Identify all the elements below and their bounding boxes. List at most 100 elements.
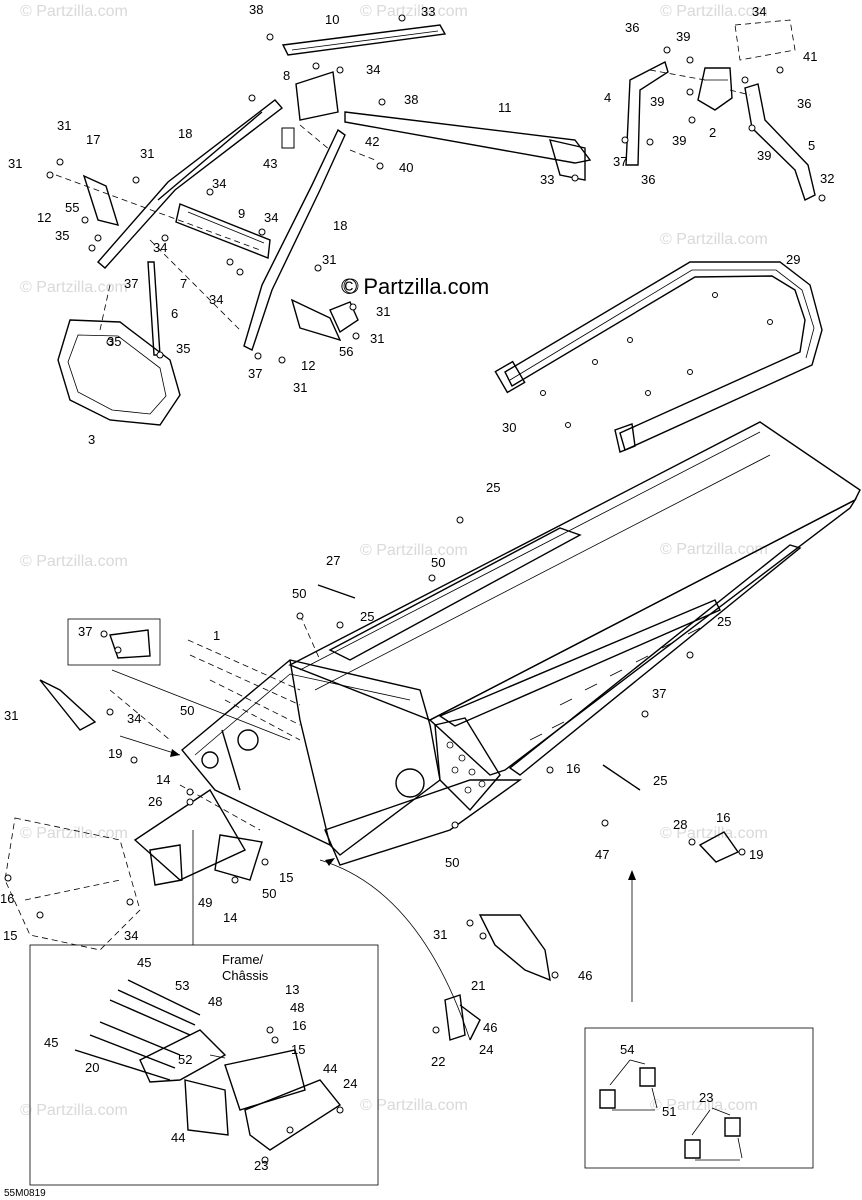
callout-label: 33 (421, 4, 435, 19)
watermark: © Partzilla.com (20, 1102, 128, 1119)
detail-box-37 (67, 618, 161, 666)
callout-label: 48 (290, 1000, 304, 1015)
callout-label: 45 (137, 955, 151, 970)
callout-label: 33 (540, 172, 554, 187)
callout-label: 44 (171, 1130, 185, 1145)
callout-label: 16 (716, 810, 730, 825)
callout-label: 23 (254, 1158, 268, 1173)
callout-label: 18 (333, 218, 347, 233)
callout-label: 47 (595, 847, 609, 862)
callout-label: 18 (178, 126, 192, 141)
callout-label: 12 (301, 358, 315, 373)
callout-label: 21 (471, 978, 485, 993)
callout-label: 31 (140, 146, 154, 161)
callout-label: 2 (709, 125, 716, 140)
callout-label: 4 (604, 90, 611, 105)
callout-label: 25 (653, 773, 667, 788)
inset-box-24-23 (584, 1027, 814, 1169)
callout-label: 31 (57, 118, 71, 133)
callout-label: 23 (699, 1090, 713, 1105)
chassis-label: Châssis (222, 968, 269, 983)
callout-label: 19 (749, 847, 763, 862)
callout-label: 31 (433, 927, 447, 942)
callout-label: 25 (486, 480, 500, 495)
watermark: © Partzilla.com (360, 542, 468, 559)
callout-label: 25 (717, 614, 731, 629)
callout-label: 34 (209, 292, 223, 307)
callout-label: 38 (249, 2, 263, 17)
callout-label: 3 (88, 432, 95, 447)
callout-label: 34 (153, 240, 167, 255)
callout-label: 31 (4, 708, 18, 723)
callout-label: 53 (175, 978, 189, 993)
callout-label: 37 (124, 276, 138, 291)
callout-label: 8 (283, 68, 290, 83)
callout-label: 24 (343, 1076, 357, 1091)
callout-label: 54 (620, 1042, 634, 1057)
callout-label: 22 (431, 1054, 445, 1069)
callout-label: 26 (148, 794, 162, 809)
callout-label: 34 (127, 711, 141, 726)
rear-bumper-assembly (494, 261, 823, 453)
callout-label: 36 (641, 172, 655, 187)
drawing-code: 55M0819 (4, 1188, 46, 1199)
watermark: © Partzilla.com (660, 541, 768, 558)
callout-label: 43 (263, 156, 277, 171)
callout-label: 9 (238, 206, 245, 221)
callout-label: 37 (652, 686, 666, 701)
callout-label: 15 (279, 870, 293, 885)
callout-label: 55 (65, 200, 79, 215)
callout-label: 12 (37, 210, 51, 225)
callout-label: 16 (0, 891, 14, 906)
callout-label: 14 (223, 910, 237, 925)
watermark: © Partzilla.com (660, 825, 768, 842)
callout-label: 45 (44, 1035, 58, 1050)
callout-label: 41 (803, 49, 817, 64)
callout-label: 50 (445, 855, 459, 870)
callout-label: 48 (208, 994, 222, 1009)
steering-bracket-assembly (621, 19, 826, 202)
callout-label: 50 (262, 886, 276, 901)
pointer-arrows (111, 669, 636, 1041)
callout-label: 14 (156, 772, 170, 787)
callout-label: 34 (264, 210, 278, 225)
brand-watermark: © Partzilla.com (341, 274, 489, 299)
callout-label: 31 (293, 380, 307, 395)
callout-label: 37 (248, 366, 262, 381)
callout-label: 46 (483, 1020, 497, 1035)
callout-label: 11 (498, 100, 512, 115)
watermark: © Partzilla.com (360, 1097, 468, 1114)
callout-label: 51 (662, 1104, 676, 1119)
callout-label: 36 (625, 20, 639, 35)
callout-label: 46 (578, 968, 592, 983)
callout-label: 40 (399, 160, 413, 175)
watermark: © Partzilla.com (20, 3, 128, 20)
upper-column-assembly (46, 14, 592, 426)
callout-label: 39 (672, 133, 686, 148)
watermark: © Partzilla.com (20, 279, 128, 296)
callout-label: 6 (171, 306, 178, 321)
callout-label: 37 (78, 624, 92, 639)
callout-label: 56 (339, 344, 353, 359)
callout-label: 19 (108, 746, 122, 761)
watermark: © Partzilla.com (20, 825, 128, 842)
watermark-layer: © Partzilla.com © Partzilla.com © Partzi… (20, 3, 768, 1119)
watermark: © Partzilla.com (20, 553, 128, 570)
callout-label: 7 (180, 276, 187, 291)
partzilla-brand: © Partzilla.com (341, 274, 489, 299)
watermark: © Partzilla.com (660, 3, 768, 20)
callout-label: 34 (366, 62, 380, 77)
callout-label: 34 (124, 928, 138, 943)
callout-label: 36 (797, 96, 811, 111)
callout-label: 37 (613, 154, 627, 169)
callout-label: 52 (178, 1052, 192, 1067)
frame-label: Frame/ (222, 952, 264, 967)
callout-labels: 38 10 33 34 36 39 41 8 34 4 39 36 38 11 … (0, 2, 834, 1173)
callout-label: 32 (820, 171, 834, 186)
callout-label: 31 (322, 252, 336, 267)
watermark: © Partzilla.com (660, 231, 768, 248)
callout-label: 50 (431, 555, 445, 570)
callout-label: 49 (198, 895, 212, 910)
front-suspension-mount (4, 679, 269, 951)
